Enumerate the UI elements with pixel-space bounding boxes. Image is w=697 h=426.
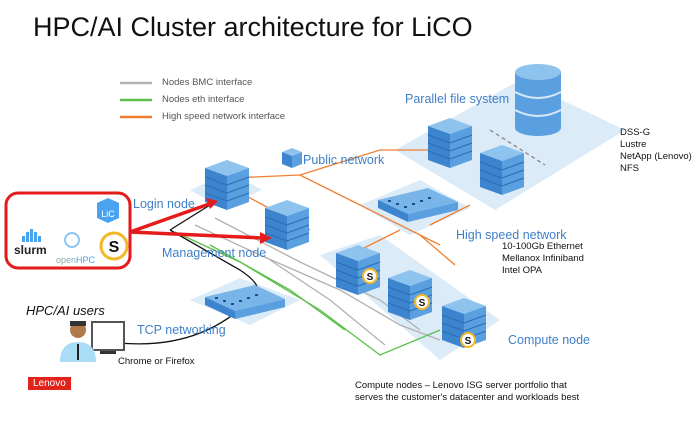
openhpc-logo: openHPC (56, 232, 96, 265)
svg-text:S: S (109, 239, 120, 256)
storage-cylinder-icon (514, 64, 562, 136)
parallel-fs-platform (395, 80, 625, 210)
lenovo-logo: Lenovo (28, 377, 71, 390)
network-option: 10-100Gb Ethernet (502, 241, 583, 252)
user-at-computer-icon (60, 321, 125, 362)
slurm-logo: slurm (14, 229, 47, 257)
users-label: HPC/AI users (26, 303, 105, 318)
management-node-server-icon (264, 199, 310, 251)
singularity-logo: S (99, 231, 129, 261)
legend-bmc: Nodes BMC interface (162, 77, 253, 88)
storage-option: Lustre (620, 139, 647, 150)
svg-text:slurm: slurm (14, 243, 47, 257)
legend-eth: Nodes eth interface (162, 94, 245, 105)
compute-note: Compute nodes – Lenovo ISG server portfo… (355, 380, 579, 404)
public-network-label: Public network (303, 153, 385, 167)
compute-node-label: Compute node (508, 333, 591, 347)
storage-server-icon (427, 117, 473, 169)
tcp-networking-label: TCP networking (137, 323, 226, 337)
svg-text:LiC: LiC (101, 209, 115, 219)
management-node-label: Management node (162, 246, 267, 260)
public-network-icon (282, 148, 302, 168)
storage-option: NFS (620, 163, 639, 174)
network-option: Mellanox Infiniband (502, 253, 584, 264)
storage-server-icon (479, 144, 525, 196)
parallel-fs-label: Parallel file system (405, 92, 510, 106)
network-option: Intel OPA (502, 265, 542, 276)
high-speed-network-label: High speed network (456, 228, 567, 242)
legend-hsn: High speed network interface (162, 111, 286, 122)
compute-note-line: serves the customer's datacenter and wor… (355, 392, 580, 403)
lico-logo: LiC (97, 198, 119, 223)
storage-option: DSS-G (620, 127, 651, 138)
network-options: 10-100Gb Ethernet Mellanox Infiniband In… (502, 241, 584, 277)
storage-options: DSS-G Lustre NetApp (Lenovo) NFS (620, 127, 692, 175)
browser-label: Chrome or Firefox (118, 356, 195, 367)
login-node-label: Login node (133, 197, 195, 211)
page-title: HPC/AI Cluster architecture for LiCO (33, 12, 473, 42)
svg-text:openHPC: openHPC (56, 255, 96, 265)
compute-note-line: Compute nodes – Lenovo ISG server portfo… (355, 380, 567, 391)
storage-option: NetApp (Lenovo) (620, 151, 692, 162)
